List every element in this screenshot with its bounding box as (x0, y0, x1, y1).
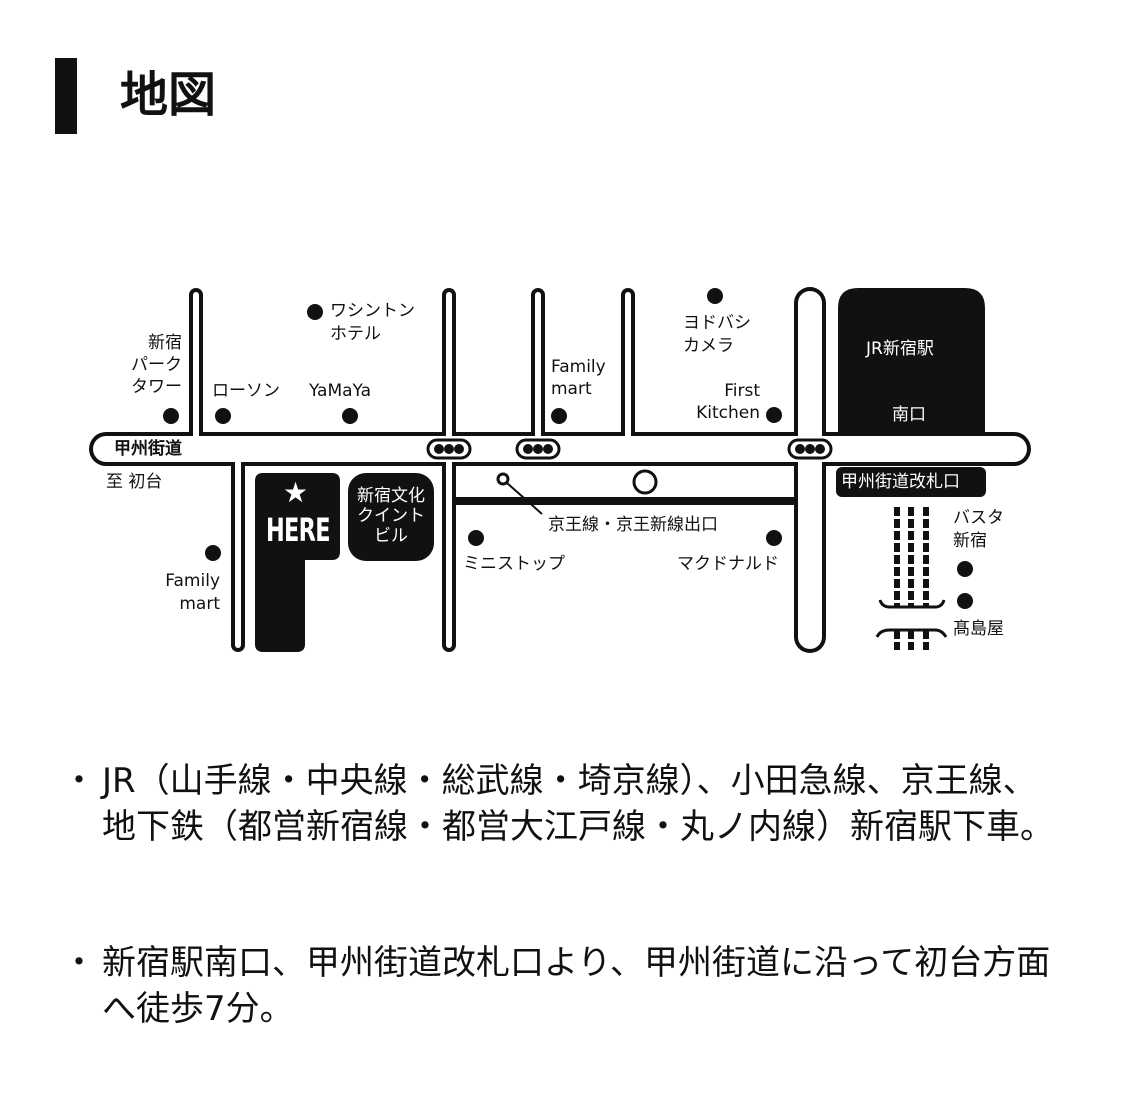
mcdonalds-label: マクドナルド (677, 554, 779, 574)
busta-label: バスタ 新宿 (953, 508, 1004, 551)
washington-hotel-label: ワシントン ホテル (330, 301, 415, 344)
south-exit-label: 南口 (892, 405, 926, 425)
page-title: 地図 (120, 67, 217, 123)
direction-label: 至 初台 (106, 472, 163, 492)
landmark-dot (163, 288, 973, 609)
title-accent-bar (55, 58, 77, 134)
lawson-label: ローソン (212, 381, 280, 401)
jr-station-building (838, 288, 985, 433)
access-item: ・新宿駅南口、甲州街道改札口より、甲州街道に沿って初台方面へ徒歩7分。 (62, 943, 1051, 1029)
here-label: HERE (266, 511, 330, 549)
bunka-quint-label: 新宿文化 クイント ビル (357, 486, 425, 546)
takashimaya-label: 髙島屋 (953, 619, 1004, 639)
park-tower-label: 新宿 パーク タワー (131, 333, 182, 397)
access-map (89, 287, 1031, 653)
jr-station-label: JR新宿駅 (866, 339, 934, 359)
keio-exit-label: 京王線・京王新線出口 (548, 515, 718, 535)
star-icon: ★ (283, 476, 309, 509)
access-item: ・JR（山手線・中央線・総武線・埼京線）、小田急線、京王線、地下鉄（都営新宿線・… (62, 761, 1054, 847)
crosswalk-icon (426, 438, 833, 460)
bunka-quint-building (348, 473, 434, 561)
first-kitchen-label: First Kitchen (696, 381, 760, 423)
road-label-koshu-kaido: 甲州街道 (114, 439, 182, 459)
koshu-gate-label: 甲州街道改札口 (841, 472, 960, 492)
here-building (255, 473, 340, 652)
ministop-label: ミニストップ (463, 554, 565, 574)
keio-exit-marker (496, 472, 510, 486)
yamaya-label: YaMaYa (309, 381, 372, 401)
koshu-gate-box (836, 467, 986, 497)
bus-terminal-icon (894, 507, 929, 650)
keio-line-bar (455, 497, 795, 505)
yodobashi-label: ヨドバシ カメラ (683, 313, 751, 356)
familymart-top-label: Family mart (551, 357, 606, 399)
familymart-bottom-label: Family mart (165, 571, 220, 614)
post-office-icon (632, 469, 658, 495)
